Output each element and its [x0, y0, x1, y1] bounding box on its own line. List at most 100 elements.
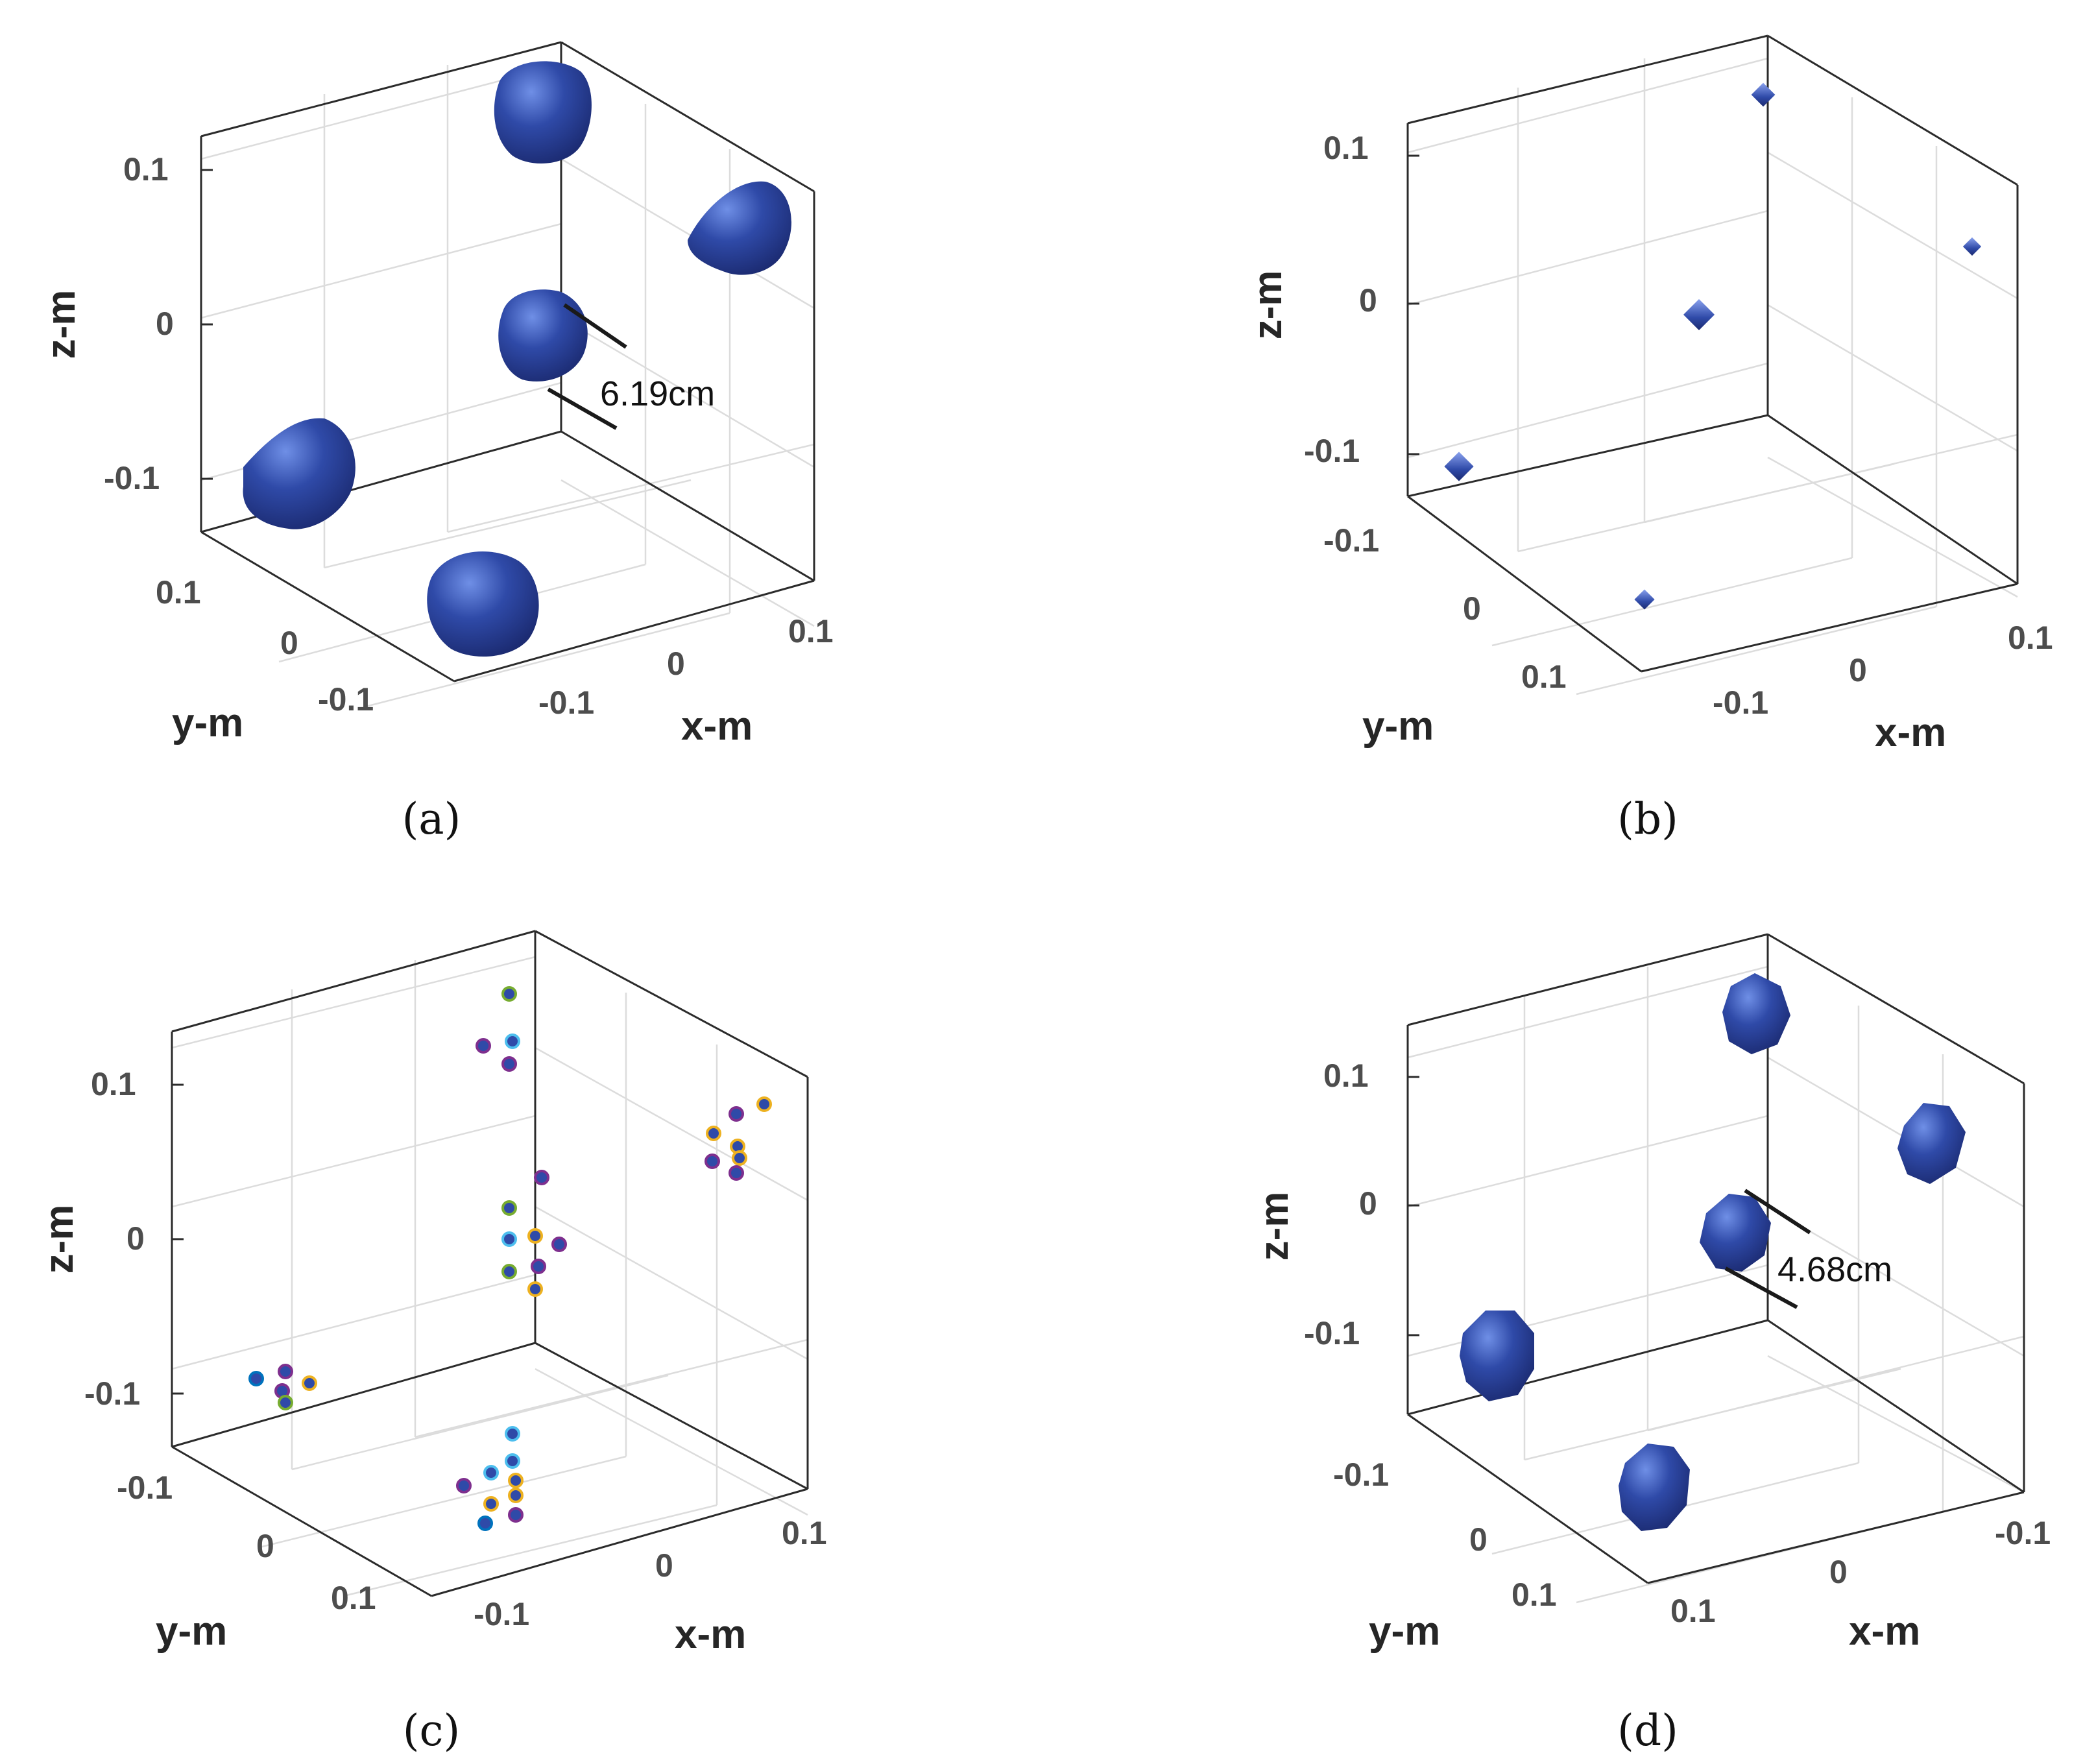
scatter-point-26	[483, 1465, 499, 1480]
polyhedron-center	[1700, 1194, 1771, 1272]
scatter-point-6	[501, 1231, 517, 1247]
scatter-point-16	[732, 1150, 747, 1166]
panel-c-labels: 0.1 0 -0.1 z-m -0.1 0 0.1 y-m -0.1 0 0.1…	[37, 1066, 827, 1756]
panel-d-box	[1406, 933, 2025, 1584]
scatter-point-23	[278, 1395, 293, 1410]
scatter-point-8	[551, 1237, 567, 1252]
ylabel-b: y-m	[1362, 704, 1434, 749]
ztick-a-0: 0.1	[123, 151, 169, 187]
sphere-center	[498, 289, 588, 382]
xlabel-c: x-m	[675, 1612, 746, 1657]
panel-c: 0.1 0 -0.1 z-m -0.1 0 0.1 y-m -0.1 0 0.1…	[37, 930, 827, 1756]
scatter-point-5	[501, 1200, 517, 1216]
sphere-right	[688, 181, 791, 275]
polyhedron-bottom	[1619, 1444, 1690, 1531]
cube-bottom	[1634, 589, 1655, 610]
scatter-point-17	[705, 1154, 720, 1169]
cube-center	[1683, 298, 1715, 331]
xtick-a-1: 0	[667, 646, 685, 682]
xtick-c-2: 0.1	[782, 1515, 827, 1551]
xtick-d-2: -0.1	[1995, 1515, 2051, 1551]
panel-b-ticks	[1408, 154, 1419, 455]
caption-a: (a)	[402, 794, 461, 844]
xtick-a-2: 0.1	[788, 613, 834, 649]
scatter-point-29	[508, 1488, 524, 1503]
panel-c-dots	[248, 986, 772, 1531]
scatter-point-32	[477, 1516, 493, 1531]
xtick-b-1: 0	[1849, 652, 1867, 688]
ztick-a-2: -0.1	[104, 460, 160, 496]
xlabel-a: x-m	[681, 704, 753, 749]
xlabel-b: x-m	[1875, 710, 1946, 755]
ztick-c-0: 0.1	[91, 1066, 136, 1102]
ytick-d-0: -0.1	[1333, 1456, 1389, 1493]
ylabel-d: y-m	[1369, 1609, 1440, 1654]
scatter-point-20	[278, 1364, 293, 1379]
ytick-c-1: 0	[256, 1528, 274, 1564]
sphere-top	[494, 61, 592, 163]
panel-c-box	[171, 930, 809, 1597]
scatter-point-10	[501, 1264, 517, 1279]
caption-c: (c)	[403, 1706, 460, 1756]
xtick-c-1: 0	[655, 1547, 673, 1584]
scatter-point-4	[534, 1170, 549, 1185]
scatter-point-25	[505, 1453, 520, 1469]
scatter-point-9	[531, 1259, 546, 1274]
panel-a-ticks	[201, 169, 213, 480]
ztick-d-1: 0	[1359, 1185, 1377, 1222]
scatter-point-1	[476, 1038, 491, 1054]
scatter-point-31	[508, 1507, 524, 1523]
scatter-point-14	[706, 1126, 721, 1141]
panel-a-labels: 0.1 0 -0.1 z-m 0.1 0 -0.1 y-m -0.1 0 0.1…	[39, 151, 834, 844]
polyhedron-right	[1897, 1103, 1966, 1184]
ztick-b-0: 0.1	[1323, 130, 1369, 166]
scatter-point-30	[483, 1496, 499, 1512]
panel-d: 4.68cm 0.1 0 -0.1 z-m -0.1 0 0.1 y-m 0.1…	[1252, 933, 2051, 1756]
sphere-left	[243, 418, 355, 529]
panel-d-labels: 0.1 0 -0.1 z-m -0.1 0 0.1 y-m 0.1 0 -0.1…	[1252, 1057, 2051, 1756]
scatter-point-21	[302, 1375, 317, 1391]
caption-d: (d)	[1617, 1706, 1678, 1756]
panel-d-surfaces	[1460, 973, 1966, 1531]
ztick-d-2: -0.1	[1304, 1315, 1360, 1351]
ztick-d-0: 0.1	[1323, 1057, 1369, 1094]
panel-b-cubes	[1444, 82, 1982, 610]
panel-c-ticks	[172, 1083, 184, 1395]
ytick-b-1: 0	[1463, 590, 1481, 627]
zlabel-a: z-m	[39, 290, 84, 359]
ytick-c-0: -0.1	[117, 1469, 173, 1506]
panel-a: 6.19cm 0.1 0 -0.1 z-m 0.1 0 -0.1 y-m -0.…	[39, 41, 834, 844]
xtick-c-0: -0.1	[474, 1596, 529, 1632]
panel-a-annotation: 6.19cm	[547, 303, 715, 430]
zlabel-b: z-m	[1246, 271, 1290, 340]
ztick-c-2: -0.1	[84, 1375, 140, 1412]
scatter-point-24	[505, 1426, 520, 1442]
ytick-c-2: 0.1	[331, 1580, 376, 1616]
ylabel-c: y-m	[156, 1609, 227, 1654]
xtick-d-1: 0	[1829, 1554, 1848, 1590]
scatter-point-19	[248, 1371, 264, 1386]
zlabel-c: z-m	[37, 1205, 82, 1274]
xtick-b-0: -0.1	[1713, 684, 1768, 721]
scatter-point-13	[729, 1106, 744, 1122]
ytick-a-2: -0.1	[318, 681, 374, 718]
ytick-a-1: 0	[280, 625, 298, 661]
ytick-a-0: 0.1	[156, 574, 201, 610]
panel-d-annotation: 4.68cm	[1724, 1189, 1892, 1309]
xtick-a-0: -0.1	[538, 684, 594, 721]
panel-a-surfaces	[243, 61, 791, 657]
scatter-point-0	[501, 986, 517, 1002]
polyhedron-top	[1722, 973, 1790, 1054]
scatter-point-11	[527, 1281, 543, 1297]
panel-d-ticks	[1408, 1076, 1419, 1336]
ytick-d-1: 0	[1469, 1521, 1488, 1558]
scatter-point-3	[501, 1056, 517, 1072]
cube-top	[1751, 82, 1776, 107]
panel-d-grid	[1407, 965, 2025, 1604]
ztick-b-1: 0	[1359, 282, 1377, 319]
ztick-c-1: 0	[126, 1220, 145, 1257]
distance-label-d: 4.68cm	[1777, 1250, 1892, 1289]
scatter-point-2	[505, 1033, 520, 1049]
scatter-point-18	[729, 1165, 744, 1181]
